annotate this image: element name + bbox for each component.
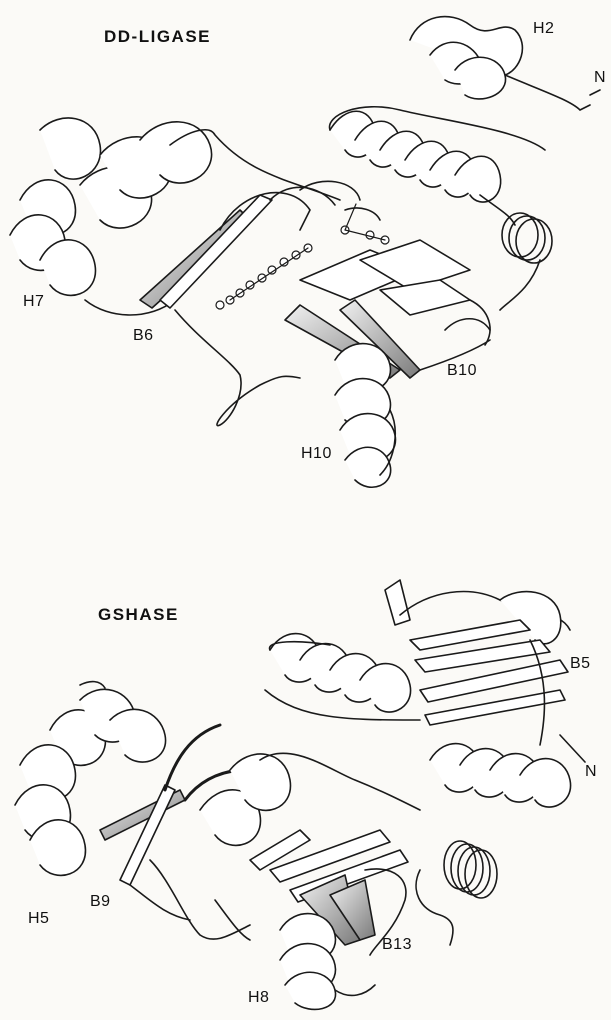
dd-ligase-helix-h2 bbox=[410, 17, 600, 110]
gshase-sheet-b5 bbox=[385, 580, 585, 762]
label-h8: H8 bbox=[248, 989, 269, 1007]
gshase-coil bbox=[416, 841, 497, 945]
dd-ligase-helix-right bbox=[330, 107, 545, 202]
dd-ligase-loop-right bbox=[445, 319, 490, 330]
label-h2: H2 bbox=[533, 20, 554, 38]
label-h10: H10 bbox=[301, 445, 332, 463]
label-b13: B13 bbox=[382, 936, 412, 954]
dd-ligase-loop-lower-left bbox=[175, 310, 300, 426]
dd-ligase-beta-sheet bbox=[140, 181, 490, 378]
label-b10: B10 bbox=[447, 362, 477, 380]
dd-ligase-coil-small bbox=[480, 195, 552, 310]
dd-ligase-structure bbox=[10, 17, 600, 488]
label-b5: B5 bbox=[570, 655, 591, 673]
gshase-helix-mid bbox=[430, 744, 571, 807]
dd-ligase-helix-h10 bbox=[335, 344, 395, 488]
gshase-helix-upper bbox=[265, 634, 420, 720]
label-h5: H5 bbox=[28, 910, 49, 928]
label-b9: B9 bbox=[90, 893, 111, 911]
label-h7: H7 bbox=[23, 293, 44, 311]
label-n-terminus-top: N bbox=[594, 69, 606, 87]
label-b6: B6 bbox=[133, 327, 154, 345]
label-n-terminus-bottom: N bbox=[585, 763, 597, 781]
gshase-structure bbox=[15, 580, 585, 1009]
panel-title-dd-ligase: DD-LIGASE bbox=[104, 27, 211, 47]
panel-title-gshase: GSHASE bbox=[98, 605, 179, 625]
